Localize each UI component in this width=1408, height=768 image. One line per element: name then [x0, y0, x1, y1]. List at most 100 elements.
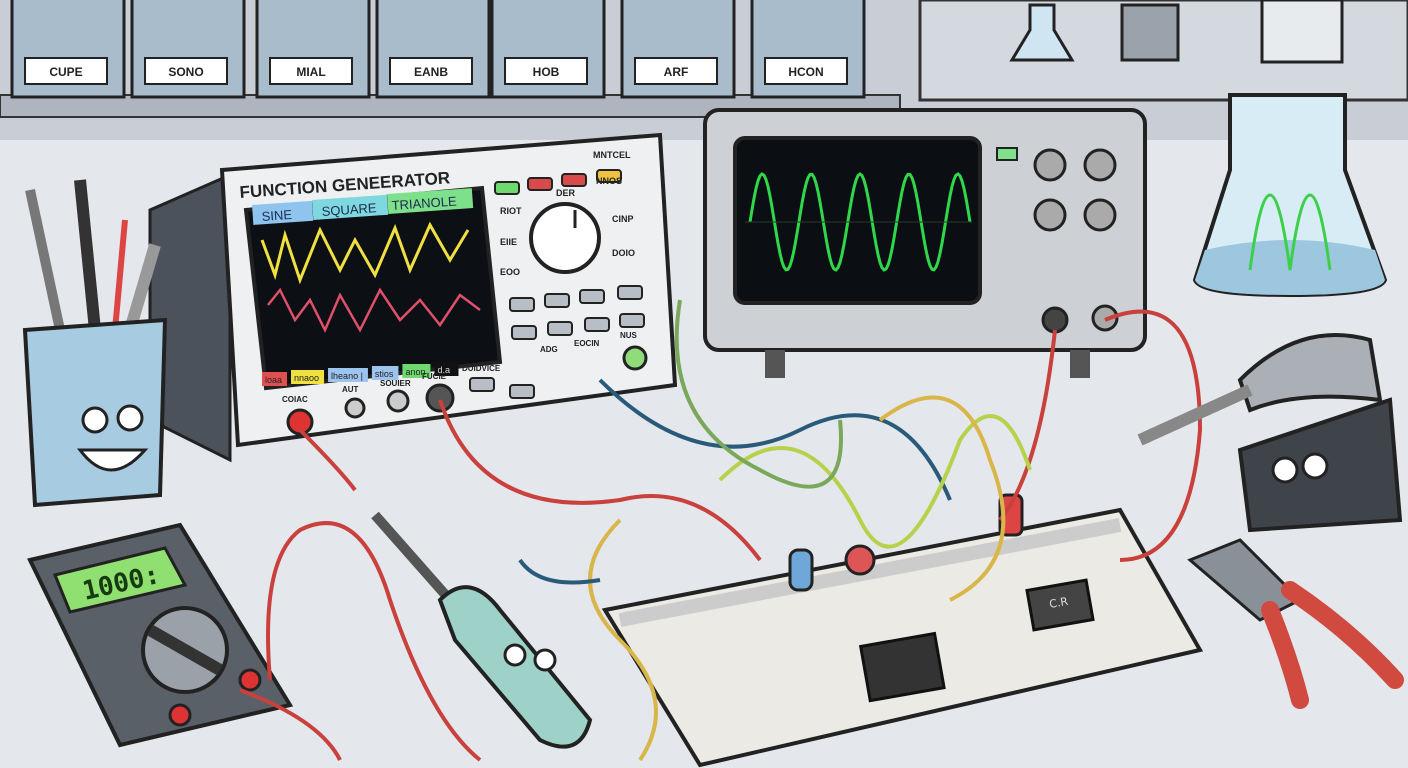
- jack-label: EOCIN: [574, 339, 600, 348]
- multimeter: 1000:: [27, 522, 294, 748]
- flask-icon: [1009, 3, 1075, 62]
- dial-label: RIOT: [500, 206, 522, 216]
- screen-softkey[interactable]: [262, 372, 288, 386]
- bin-label-tag: [634, 57, 718, 85]
- panel-button[interactable]: [579, 289, 605, 304]
- bin-label-tag: [144, 57, 228, 85]
- tab-triangle-label: TRIANOLE: [391, 193, 457, 213]
- scope-foot: [765, 350, 785, 378]
- panel-button[interactable]: [547, 321, 573, 336]
- soldering-iron: [371, 511, 593, 749]
- jack-label: DUIDVICE: [462, 364, 501, 373]
- panel-button[interactable]: [509, 384, 535, 399]
- tab-square-label: SQUARE: [321, 200, 377, 219]
- panel-button[interactable]: [469, 377, 495, 392]
- wire-stripper-pliers: [1187, 538, 1404, 709]
- jack-label: SOUIER: [380, 379, 411, 388]
- output-jack[interactable]: [286, 408, 314, 436]
- scope-sine-trace: [748, 172, 972, 272]
- bin-label: CUPE: [49, 65, 82, 79]
- function-generator: FUNCTION GENEERATOR SINE SQUARE TRIANOLE…: [148, 132, 678, 463]
- bin-label: EANB: [414, 65, 448, 79]
- tab-triangle[interactable]: [387, 188, 474, 214]
- capacitor: [998, 493, 1024, 537]
- device-box: [1120, 3, 1180, 62]
- probe-jack[interactable]: [168, 703, 192, 727]
- source-jack[interactable]: [386, 389, 410, 413]
- pencil-cup: [22, 179, 168, 508]
- panel-button[interactable]: [584, 317, 610, 332]
- scope-knob[interactable]: [1083, 198, 1117, 232]
- screen-softkey[interactable]: [328, 368, 368, 382]
- screen-softkey-label: stios: [375, 369, 394, 379]
- bin-label: HCON: [788, 65, 823, 79]
- soldering-stand: [1137, 333, 1403, 533]
- tab-sine-label: SINE: [261, 207, 293, 224]
- dial-label: DOIO: [612, 248, 635, 258]
- chip-label: C.R: [1048, 595, 1069, 611]
- ic-chip: [858, 631, 946, 703]
- screen-softkey[interactable]: [402, 364, 431, 378]
- scope-knob[interactable]: [1033, 198, 1067, 232]
- aux-jack[interactable]: [344, 397, 366, 419]
- breadboard: C.R: [601, 493, 1204, 768]
- waveform-pink: [267, 287, 481, 333]
- power-button[interactable]: [622, 345, 648, 371]
- dial-label: EIIE: [500, 237, 517, 247]
- scope-foot: [1070, 350, 1090, 378]
- jack-label: NUS: [620, 331, 638, 340]
- bin-label: MIAL: [296, 65, 325, 79]
- scope-screen: [733, 136, 982, 305]
- panel-button[interactable]: [511, 325, 537, 340]
- bin-label-tag: [504, 57, 588, 85]
- waveform-yellow: [260, 221, 470, 285]
- mode-button[interactable]: [596, 169, 622, 183]
- screen-softkey-label: nnaoo: [294, 373, 319, 383]
- probe-jack[interactable]: [238, 668, 262, 692]
- multimeter-display: [52, 546, 188, 614]
- smiling-box: [1260, 0, 1344, 64]
- scope-knob[interactable]: [1083, 148, 1117, 182]
- jack-label: FUCIE: [422, 372, 447, 381]
- panel-button[interactable]: [509, 297, 535, 312]
- tab-square[interactable]: [312, 194, 389, 220]
- scope-knob[interactable]: [1033, 148, 1067, 182]
- func-jack[interactable]: [425, 383, 455, 413]
- screen-softkey[interactable]: [434, 362, 459, 376]
- panel-button[interactable]: [617, 285, 643, 300]
- capacitor: [788, 548, 814, 592]
- mode-button[interactable]: [494, 181, 520, 195]
- jack-label: AUT: [342, 385, 359, 394]
- dial-label: CINP: [612, 214, 634, 224]
- panel-button[interactable]: [619, 313, 645, 328]
- tab-sine[interactable]: [252, 200, 314, 225]
- scope-led: [996, 147, 1018, 161]
- beaker: [1192, 93, 1388, 298]
- ic-chip: [1025, 578, 1095, 632]
- bin-label-tag: [389, 57, 473, 85]
- panel-button[interactable]: [544, 293, 570, 308]
- dial-label: DER: [556, 188, 576, 198]
- scope-probe-jack[interactable]: [1041, 306, 1069, 334]
- mode-button[interactable]: [561, 173, 587, 187]
- screen-softkey[interactable]: [291, 370, 325, 384]
- bin-label: ARF: [664, 65, 689, 79]
- bin-label: SONO: [168, 65, 203, 79]
- jack-label: ADG: [540, 345, 558, 354]
- oscilloscope: [703, 108, 1147, 378]
- frequency-dial[interactable]: [529, 202, 601, 274]
- screen-softkey[interactable]: [371, 366, 399, 380]
- dial-label: EOO: [500, 267, 520, 277]
- mode-button[interactable]: [527, 177, 553, 191]
- bin-label: HOB: [533, 65, 560, 79]
- led: [844, 544, 876, 576]
- screen-softkey-label: d.a: [437, 365, 450, 375]
- dial-pointer: [147, 624, 223, 676]
- screen-softkey-label: loaa: [265, 375, 282, 385]
- bin-label-tag: [24, 57, 108, 85]
- screen-softkey-label: lheano |: [331, 371, 363, 381]
- screen-softkey-label: anon: [405, 367, 425, 377]
- wires: [239, 299, 1203, 762]
- jack-label: COIAC: [282, 395, 308, 404]
